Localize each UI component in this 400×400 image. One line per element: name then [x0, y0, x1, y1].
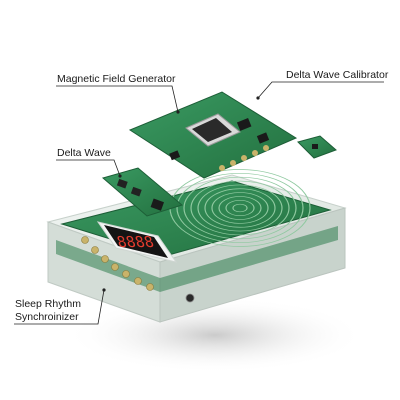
seven-segment-display-icon: 8888 — [96, 221, 178, 263]
chip-icon — [116, 178, 165, 211]
label-delta-wave-calibrator: Delta Wave Calibrator — [286, 69, 389, 81]
label-sleep-rhythm-line1: Sleep Rhythm — [15, 298, 81, 310]
display-digits: 8888 — [115, 233, 156, 251]
leader-lines — [14, 81, 384, 325]
label-magnetic-field-generator: Magnetic Field Generator — [57, 73, 176, 85]
label-sleep-rhythm-line2: Synchroinizer — [15, 311, 79, 323]
floor-shadow — [65, 297, 365, 373]
magnetic-field-generator-board — [128, 91, 298, 179]
delta-wave-module — [101, 167, 184, 217]
button-row — [81, 236, 154, 291]
label-delta-wave: Delta Wave — [57, 147, 111, 159]
delta-wave-calibrator-board — [297, 135, 337, 159]
chip-icon — [169, 113, 270, 161]
power-jack — [185, 293, 195, 303]
